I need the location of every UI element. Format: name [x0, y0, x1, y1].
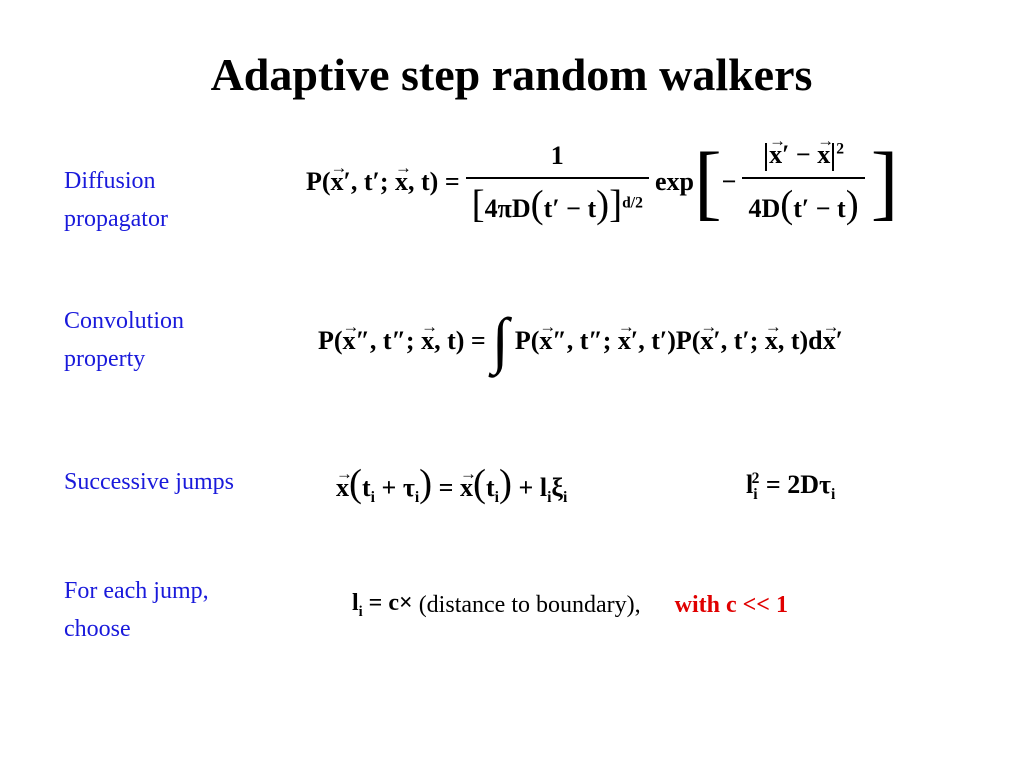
equation-convolution-property: P(x″, t″; x, t) = ∫ P(x″, t″; x′, t′)P(x… [318, 305, 843, 377]
rule-highlight: with c << 1 [674, 591, 788, 618]
label-for-each-jump: For each jump, choose [64, 572, 209, 648]
label-convolution-property: Convolution property [64, 302, 184, 378]
equation-step-length: li2 = 2Dτi [746, 470, 836, 504]
label-line: property [64, 346, 146, 372]
equation-diffusion-propagator: P(x′, t′; x, t) = 1 [4πD(t′ − t)]d/2 exp… [306, 131, 898, 225]
label-successive-jumps: Successive jumps [64, 463, 234, 501]
rule-parenthetical: (distance to boundary), [418, 591, 641, 618]
equation-successive-jumps: x(ti + τi) = x(ti) + liξi [336, 464, 567, 507]
label-line: For each jump, [64, 578, 209, 604]
label-line: Successive jumps [64, 469, 234, 495]
label-line: Diffusion [64, 168, 156, 194]
label-line: Convolution [64, 308, 185, 334]
label-line: propagator [64, 206, 168, 232]
equation-choose-rule: li = c× (distance to boundary), with c <… [352, 590, 788, 620]
label-line: choose [64, 616, 131, 642]
page-title: Adaptive step random walkers [210, 49, 813, 100]
label-diffusion-propagator: Diffusion propagator [64, 162, 168, 238]
